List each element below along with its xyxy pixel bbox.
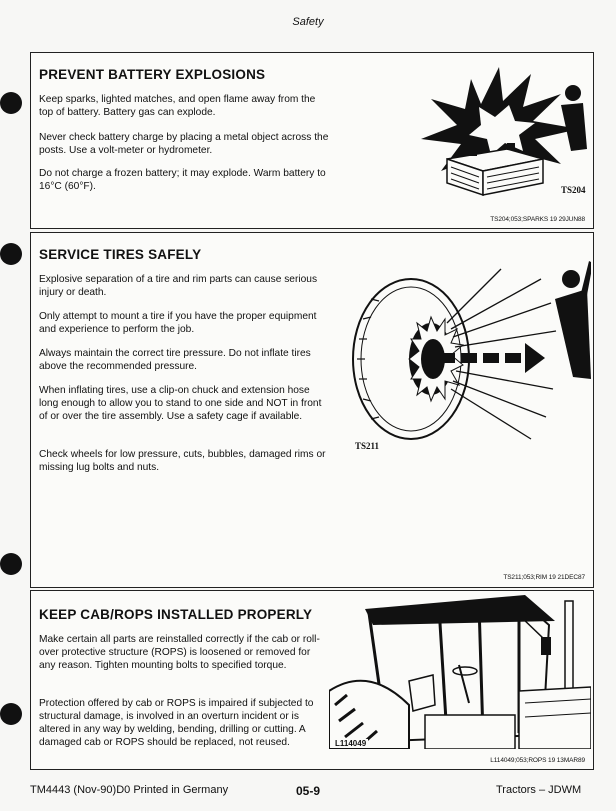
battery-explosion-illustration [421, 67, 587, 197]
figure-code: TS204;053;SPARKS 19 29JUN88 [490, 216, 585, 223]
paragraph: Always maintain the correct tire pressur… [39, 348, 311, 372]
tire-explosion-illustration [352, 261, 591, 440]
paragraph: Make certain all parts are reinstalled c… [39, 634, 320, 671]
paragraph: Check wheels for low pressure, cuts, bub… [39, 449, 326, 473]
section-service-tires: SERVICE TIRES SAFELY Explosive separatio… [30, 232, 594, 588]
paragraph: Protection offered by cab or ROPS is imp… [39, 698, 314, 748]
figure-label: TS211 [355, 441, 380, 451]
page-number: 05-9 [296, 784, 321, 798]
section-title: SERVICE TIRES SAFELY [39, 247, 202, 262]
paragraph: Do not charge a frozen battery; it may e… [39, 168, 326, 192]
figure-code: TS211;053;RIM 19 21DEC87 [503, 574, 585, 581]
binder-hole-2 [0, 243, 22, 265]
section-battery-explosions: PREVENT BATTERY EXPLOSIONS Keep sparks, … [30, 52, 594, 229]
section-title: PREVENT BATTERY EXPLOSIONS [39, 67, 266, 82]
section-title: KEEP CAB/ROPS INSTALLED PROPERLY [39, 607, 313, 622]
binder-hole-1 [0, 92, 22, 114]
section-cab-rops: KEEP CAB/ROPS INSTALLED PROPERLY Make ce… [30, 590, 594, 770]
figure-label: TS204 [561, 185, 586, 195]
paragraph: Only attempt to mount a tire if you have… [39, 311, 317, 335]
footer-manual-title: Tractors – JDWM [496, 784, 582, 796]
running-title: Safety [292, 16, 324, 28]
paragraph: Explosive separation of a tire and rim p… [39, 274, 318, 298]
figure-code: L114049;053;ROPS 19 13MAR89 [490, 757, 585, 764]
paragraph: Never check battery charge by placing a … [39, 132, 329, 156]
binder-hole-3 [0, 553, 22, 575]
footer-publication-info: TM4443 (Nov-90)D0 Printed in Germany [30, 784, 229, 796]
figure-label: L114049 [333, 739, 369, 748]
binder-hole-4 [0, 703, 22, 725]
paragraph: When inflating tires, use a clip-on chuc… [39, 385, 322, 422]
paragraph: Keep sparks, lighted matches, and open f… [39, 94, 316, 118]
tractor-cab-illustration [329, 595, 591, 749]
